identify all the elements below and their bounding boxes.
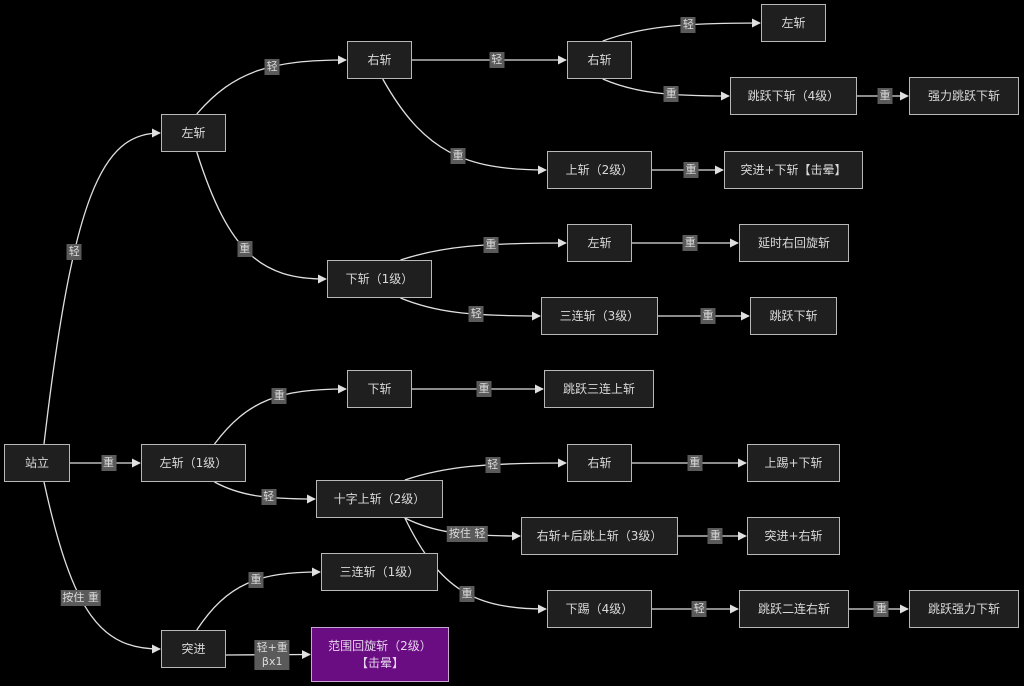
node-up-slash-lv2[interactable]: 上斩（2级）	[547, 151, 652, 189]
node-dash-right-slash[interactable]: 突进+右斩	[747, 517, 840, 555]
edge-r1-to-up2	[382, 78, 547, 175]
edge-label: 重	[483, 236, 499, 253]
edge-label: 重	[873, 601, 889, 617]
edge-label: 重	[476, 381, 492, 397]
edge-label: 重	[707, 528, 723, 544]
edge-label: 重	[101, 455, 116, 471]
edge-label: 重	[271, 388, 287, 405]
edge-stand-to-l1	[43, 128, 161, 445]
node-right-slash-2[interactable]: 右斩	[567, 41, 632, 79]
edge-stand-to-dash	[43, 481, 161, 654]
edge-label: 按住 轻	[446, 526, 488, 543]
node-left-slash[interactable]: 左斩	[161, 114, 226, 152]
edge-label: 重	[877, 88, 893, 104]
edge-label: 重	[237, 241, 253, 258]
node-jump-triple-up-slash[interactable]: 跳跃三连上斩	[544, 370, 654, 408]
node-down-slash[interactable]: 下斩	[347, 370, 412, 408]
edge-down1-to-triple3	[400, 297, 541, 321]
edge-label: 重	[700, 308, 716, 324]
edge-crossup2-to-r3	[404, 458, 567, 481]
node-left-slash-3[interactable]: 左斩	[567, 224, 632, 262]
edge-label: 重	[663, 86, 679, 103]
node-area-spin-slash-stun[interactable]: 范围回旋斩（2级） 【击晕】	[311, 627, 449, 682]
node-triple-slash-lv1[interactable]: 三连斩（1级）	[321, 553, 438, 591]
node-right-slash[interactable]: 右斩	[347, 41, 412, 79]
edge-label: 轻	[468, 306, 484, 323]
node-cross-up-slash-lv2[interactable]: 十字上斩（2级）	[316, 480, 443, 518]
node-delayed-right-spin[interactable]: 延时右回旋斩	[739, 224, 849, 262]
node-jump-down-slash-lv4[interactable]: 跳跃下斩（4级）	[730, 77, 857, 115]
node-dash[interactable]: 突进	[161, 630, 226, 668]
node-left-slash-2[interactable]: 左斩	[761, 4, 826, 42]
node-jump-power-down-slash[interactable]: 跳跃强力下斩	[909, 590, 1019, 628]
edge-label: 轻+重 βx1	[254, 639, 290, 670]
edge-label: 重	[459, 585, 475, 602]
node-low-kick-lv4[interactable]: 下踢（4级）	[547, 590, 652, 628]
edge-label: 轻	[680, 16, 696, 33]
edge-label: 轻	[485, 456, 501, 473]
node-triple-slash-lv3[interactable]: 三连斩（3级）	[541, 297, 658, 335]
edge-left1lv-to-down	[213, 384, 347, 445]
edge-label: 按住 重	[60, 590, 101, 607]
node-power-jump-down-slash[interactable]: 强力跳跃下斩	[909, 77, 1019, 115]
edge-label: 轻	[66, 244, 82, 261]
edge-label: 重	[248, 571, 264, 588]
edge-l1-to-down1	[196, 151, 327, 284]
node-stand[interactable]: 站立	[4, 444, 70, 482]
node-jump-double-right-slash[interactable]: 跳跃二连右斩	[739, 590, 849, 628]
edge-l1-to-r1	[196, 55, 347, 115]
node-dash-down-slash-stun[interactable]: 突进+下斩【击晕】	[724, 151, 863, 189]
node-right-slash-3[interactable]: 右斩	[567, 444, 632, 482]
edge-label: 轻	[691, 601, 707, 617]
edge-dash-to-triple1	[196, 567, 321, 631]
edge-label: 轻	[261, 489, 277, 506]
edge-label: 轻	[489, 52, 505, 68]
node-jump-down-slash[interactable]: 跳跃下斩	[750, 297, 837, 335]
node-left-slash-lv1[interactable]: 左斩（1级）	[141, 444, 246, 482]
edge-left1lv-to-crossup2	[214, 481, 316, 504]
edge-label: 重	[682, 235, 698, 251]
edge-r2-to-jumpdown4	[602, 78, 730, 101]
edge-label: 重	[450, 148, 466, 165]
edge-label: 重	[683, 162, 699, 178]
edge-label: 重	[687, 455, 703, 471]
node-up-kick-down-slash[interactable]: 上踢+下斩	[747, 444, 840, 482]
node-down-slash-lv1[interactable]: 下斩（1级）	[327, 260, 432, 298]
node-right-slash-backjump-lv3[interactable]: 右斩+后跳上斩（3级）	[521, 517, 678, 555]
edge-down1-to-l3	[400, 238, 567, 261]
edge-label: 轻	[264, 58, 280, 75]
edge-r2-to-l2	[602, 18, 761, 42]
